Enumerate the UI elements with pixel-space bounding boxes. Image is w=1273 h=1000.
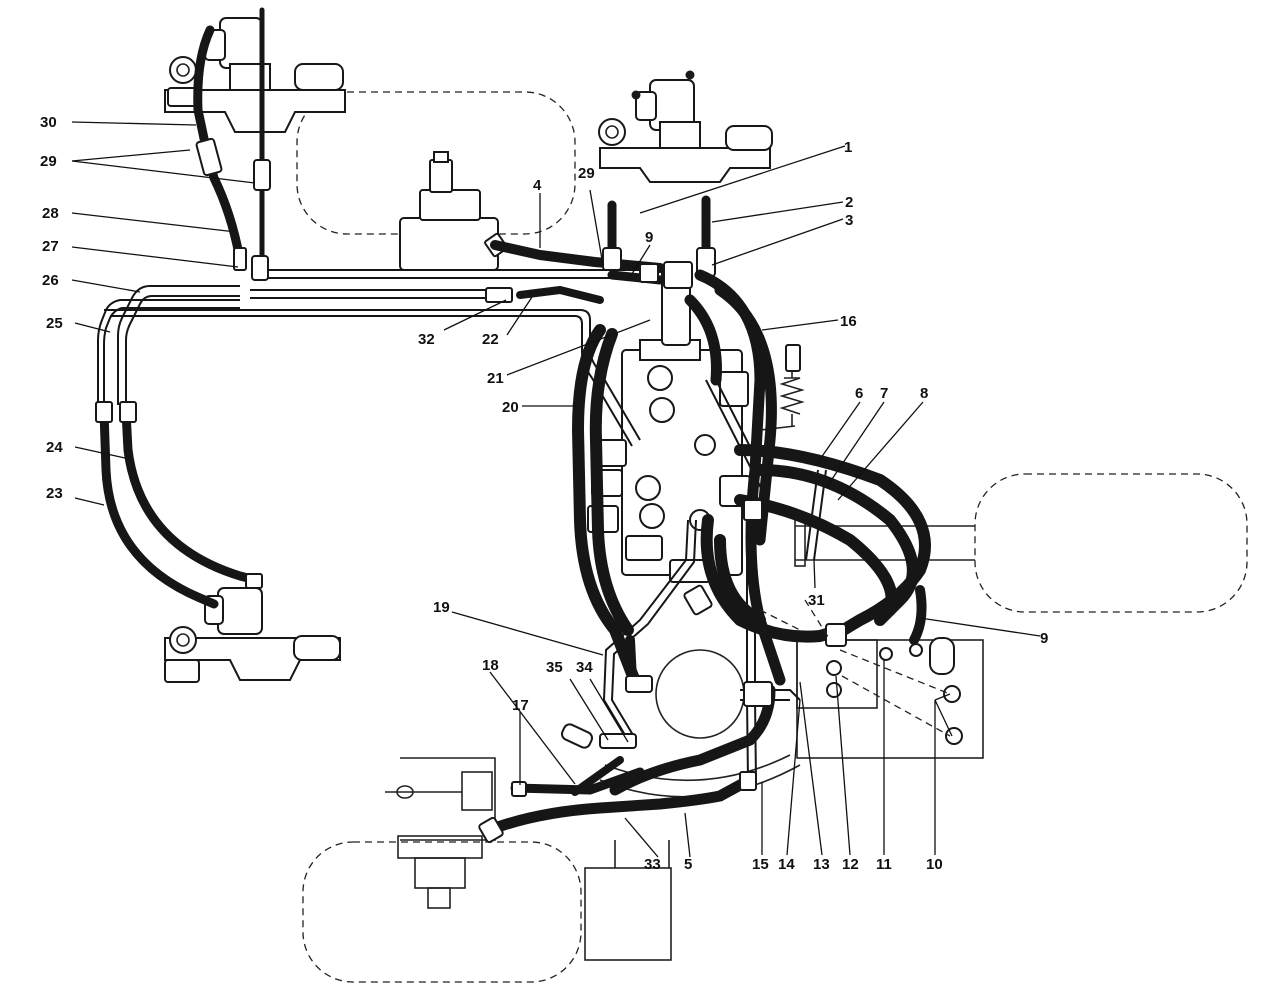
callout-26: 26 <box>42 272 59 289</box>
brake-assembly-upper-right <box>598 70 773 183</box>
return-spring <box>759 344 805 431</box>
frame-outlines <box>385 519 984 961</box>
hydraulic-hoses <box>99 7 931 834</box>
callout-11: 11 <box>876 856 892 873</box>
callout-18: 18 <box>482 657 499 674</box>
upper-steering-knuckle <box>399 151 508 271</box>
callout-32: 32 <box>418 331 435 348</box>
callout-7: 7 <box>880 385 888 402</box>
callout-10: 10 <box>926 856 943 873</box>
callout-30: 30 <box>40 114 57 131</box>
callout-19: 19 <box>433 599 450 616</box>
callout-23: 23 <box>46 485 63 502</box>
callout-12: 12 <box>842 856 859 873</box>
tire-outlines <box>296 91 1248 983</box>
callout-28: 28 <box>42 205 59 222</box>
callout-1: 1 <box>844 139 852 156</box>
brake-assembly-upper-left <box>164 17 346 133</box>
tire-upper-center <box>296 91 576 235</box>
leader-lines <box>71 121 1041 858</box>
callout-4: 4 <box>533 177 542 194</box>
fittings <box>95 247 963 844</box>
callout-24: 24 <box>46 439 63 456</box>
callout-34: 34 <box>576 659 593 676</box>
callout-9-upper: 9 <box>645 229 653 246</box>
callout-6: 6 <box>855 385 863 402</box>
tire-right <box>974 473 1248 613</box>
tire-lower-left <box>302 841 582 983</box>
callout-20: 20 <box>502 399 519 416</box>
callout-15: 15 <box>752 856 769 873</box>
callout-31: 31 <box>808 592 825 609</box>
callout-14: 14 <box>778 856 795 873</box>
callout-16: 16 <box>840 313 857 330</box>
callout-33: 33 <box>644 856 661 873</box>
callout-5: 5 <box>684 856 692 873</box>
callout-9-right: 9 <box>1040 630 1048 647</box>
callout-2: 2 <box>845 194 853 211</box>
callout-labels: 1 2 3 4 5 6 7 8 9 9 10 11 12 13 14 15 16… <box>40 114 1048 873</box>
brake-assembly-lower-left <box>164 587 341 683</box>
callout-29-left: 29 <box>40 153 57 170</box>
callout-27: 27 <box>42 238 59 255</box>
callout-21: 21 <box>487 370 504 387</box>
callout-29-center: 29 <box>578 165 595 182</box>
callout-3: 3 <box>845 212 853 229</box>
callout-17: 17 <box>512 697 529 714</box>
callout-13: 13 <box>813 856 830 873</box>
callout-35: 35 <box>546 659 563 676</box>
callout-8: 8 <box>920 385 928 402</box>
callout-25: 25 <box>46 315 63 332</box>
callout-22: 22 <box>482 331 499 348</box>
